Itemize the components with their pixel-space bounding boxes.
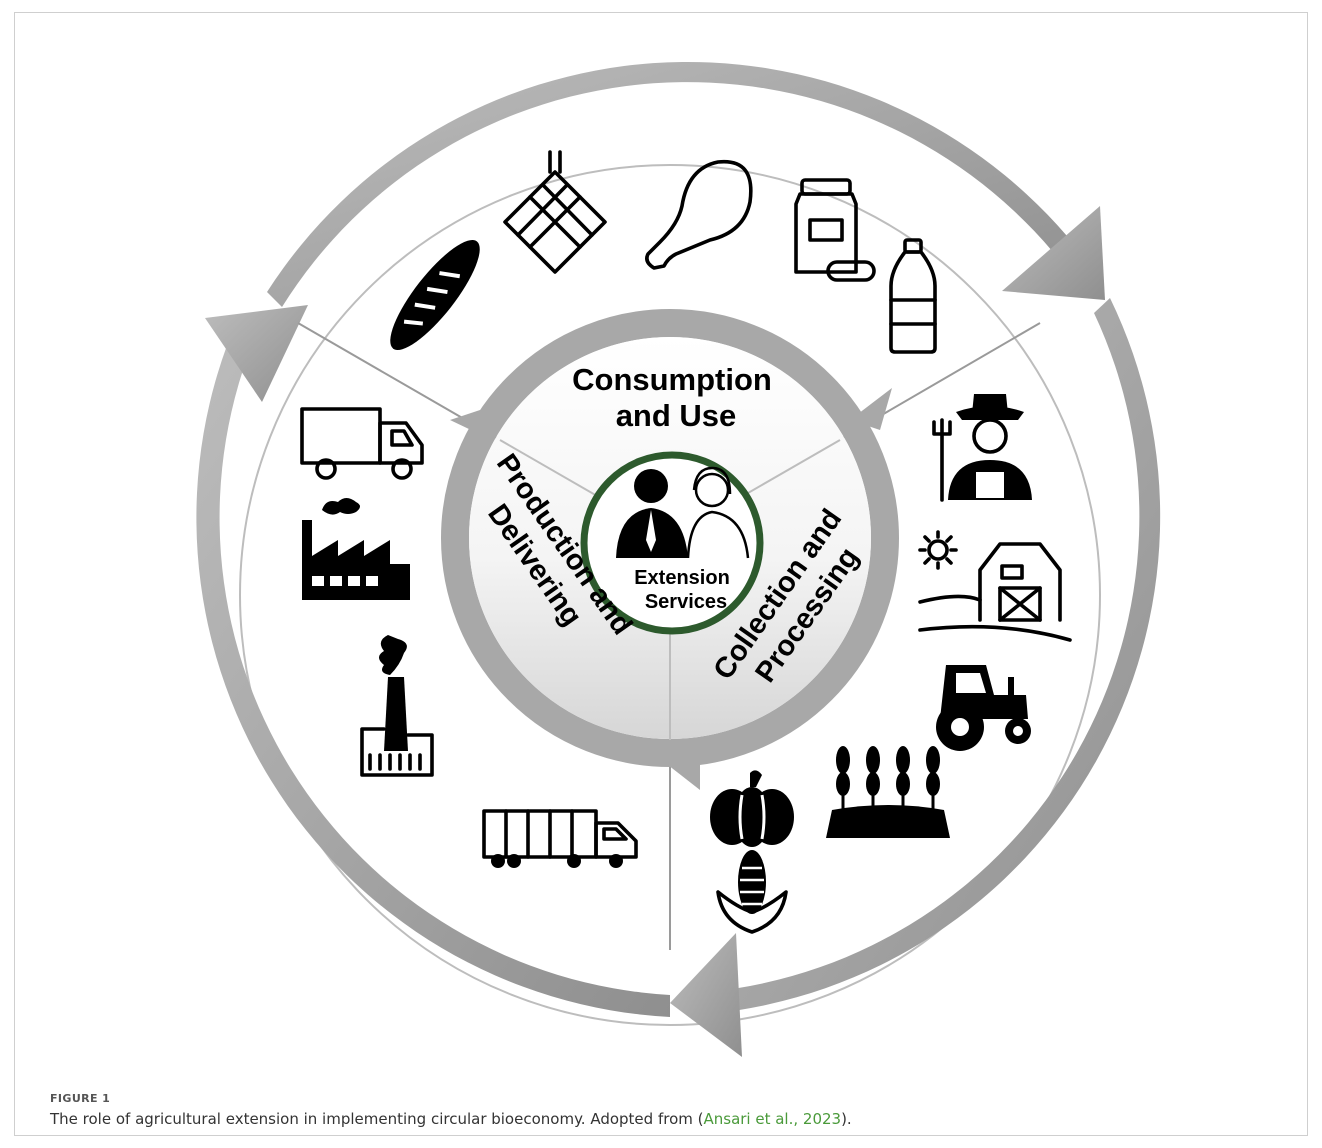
water-bottle-icon	[889, 238, 937, 354]
inner-cycle-ring	[441, 309, 899, 767]
caption-text-end: ).	[841, 1110, 852, 1128]
barn-sun-icon	[918, 530, 1072, 642]
outer-cycle-arrows	[196, 61, 1161, 1057]
bioeconomy-cycle-diagram: Extension Services Consumption and Use P…	[196, 61, 1161, 1057]
factory-icon	[302, 498, 410, 600]
farmer-icon	[932, 394, 1032, 502]
mesh-bag-icon	[503, 150, 607, 274]
baguette-icon	[390, 240, 480, 350]
chicken-drumstick-icon	[645, 159, 753, 270]
delivery-truck-icon	[300, 407, 424, 480]
inner-ring-arrowheads	[450, 388, 892, 790]
caption-text: The role of agricultural extension in im…	[50, 1110, 704, 1128]
figure-label: FIGURE 1	[50, 1092, 111, 1105]
sector-title-consumption: Consumption	[572, 362, 772, 397]
wheat-field-icon	[826, 746, 950, 838]
citation-link[interactable]: Ansari et al., 2023	[703, 1110, 842, 1128]
sector-title-and-use: and Use	[616, 398, 737, 433]
people-icon	[616, 466, 750, 559]
smokestack-plant-icon	[360, 635, 434, 777]
tractor-icon	[936, 665, 1031, 751]
semi-truck-icon	[482, 809, 638, 868]
pumpkin-icon	[710, 770, 794, 847]
medicine-jar-icon	[794, 178, 876, 282]
figure-caption: The role of agricultural extension in im…	[50, 1110, 852, 1128]
center-label-1: Extension	[634, 567, 730, 589]
center-label-2: Services	[645, 591, 727, 613]
corn-icon	[716, 850, 788, 934]
